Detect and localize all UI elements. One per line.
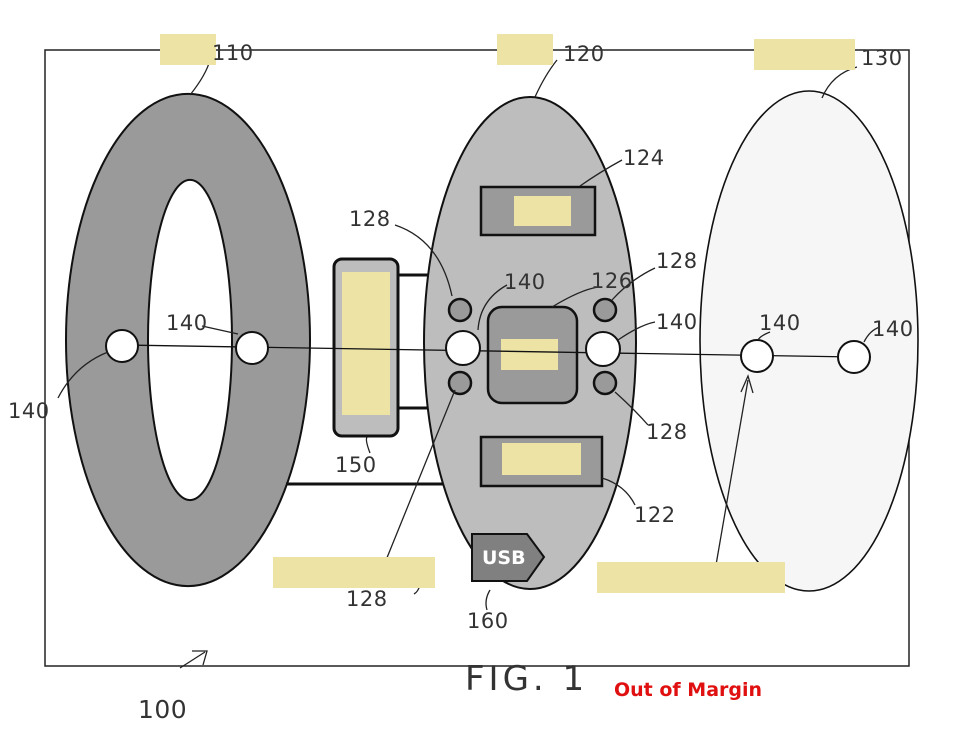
leader-128-top-left: [394, 224, 453, 297]
redaction-120: [497, 34, 553, 65]
leader-150: [365, 436, 371, 454]
ref-140-far-left: 140: [8, 399, 50, 423]
leader-140-board-center: [477, 284, 508, 331]
leader-122: [601, 477, 636, 506]
connector-124-redaction: [514, 196, 571, 226]
ref-100: 100: [138, 695, 187, 724]
figure-title: FIG. 1: [465, 659, 588, 699]
connector-122-redaction: [502, 443, 581, 475]
ref-110: 110: [212, 41, 254, 65]
leader-100: [179, 651, 206, 669]
leader-128-bottom-right: [614, 391, 649, 426]
front-housing-ring: [64, 93, 312, 587]
axis-hole-board-left: [445, 330, 481, 366]
leader-160: [485, 589, 491, 611]
ref-128-bottom: 128: [346, 587, 388, 611]
leader-back-arrowhead: [740, 374, 754, 394]
led-bottom-left: [447, 370, 473, 396]
axis-hole-far-left: [105, 329, 139, 363]
leader-120: [534, 59, 558, 98]
ref-124: 124: [623, 146, 665, 170]
usb-label: USB: [482, 547, 526, 569]
ref-130: 130: [861, 46, 903, 70]
axis-hole-back-left: [740, 339, 774, 373]
axis-hole-board-right: [585, 331, 621, 367]
leader-110: [189, 59, 211, 96]
ref-120: 120: [563, 42, 605, 66]
ref-150: 150: [335, 453, 377, 477]
leader-back-arrow: [715, 379, 749, 566]
redaction-130: [754, 39, 855, 70]
ref-140-back-left: 140: [759, 311, 801, 335]
axis-hole-back-right: [837, 340, 871, 374]
back-cover: [699, 90, 919, 592]
leader-130: [821, 66, 858, 99]
led-top-left: [447, 297, 473, 323]
leader-128-bottom: [379, 389, 456, 576]
leader-124: [579, 159, 623, 187]
ref-140-board-right: 140: [656, 310, 698, 334]
battery-redaction: [342, 272, 390, 415]
ref-122: 122: [634, 503, 676, 527]
leader-100-arrowhead: [192, 650, 208, 666]
leader-126: [551, 286, 599, 308]
module-126-redaction: [501, 339, 558, 370]
ref-140-board-center: 140: [504, 270, 546, 294]
leader-lines: [57, 59, 881, 669]
leader-140-far-left: [57, 351, 109, 399]
led-bottom-right: [592, 370, 618, 396]
ref-128-bottom-right: 128: [646, 420, 688, 444]
usb-port: [471, 533, 546, 582]
leader-140-back-right: [863, 326, 881, 343]
ref-140-back-right: 140: [872, 317, 914, 341]
leader-140-back-left: [757, 331, 771, 341]
leader-140-board-right: [617, 321, 656, 341]
redaction-bottom-left: [273, 557, 435, 588]
leader-140-front-inner: [201, 325, 239, 335]
ref-128-top-right: 128: [656, 249, 698, 273]
ref-140-front-inner: 140: [166, 311, 208, 335]
out-of-margin-notice: Out of Margin: [614, 679, 762, 701]
redaction-110: [160, 34, 216, 65]
ref-128-top-left: 128: [349, 207, 391, 231]
ref-160: 160: [467, 609, 509, 633]
ref-126: 126: [591, 269, 633, 293]
leader-128-top-right: [611, 267, 656, 301]
led-top-right: [592, 297, 618, 323]
axis-hole-front-inner: [235, 331, 269, 365]
redaction-bottom-right: [597, 562, 785, 593]
